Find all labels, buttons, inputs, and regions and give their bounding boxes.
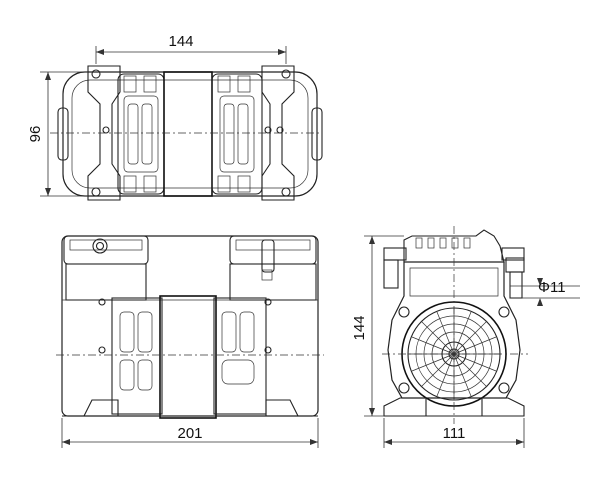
dim-side-length: 201: [61, 418, 319, 448]
port-diameter-label: Φ11: [538, 279, 566, 296]
end-view: [382, 226, 528, 424]
top-height-label: 96: [27, 126, 44, 143]
side-length-label: 201: [177, 425, 202, 442]
side-view: [56, 235, 324, 419]
dim-top-width: 144: [95, 33, 287, 64]
dim-end-width: 111: [383, 418, 525, 448]
dim-top-height: 96: [27, 71, 88, 197]
dim-end-height: 144: [351, 235, 404, 417]
top-width-label: 144: [168, 33, 193, 50]
dim-port-diameter: Φ11: [510, 278, 580, 306]
top-view: [50, 65, 323, 201]
end-width-label: 111: [443, 425, 466, 442]
end-height-label: 144: [351, 315, 368, 340]
